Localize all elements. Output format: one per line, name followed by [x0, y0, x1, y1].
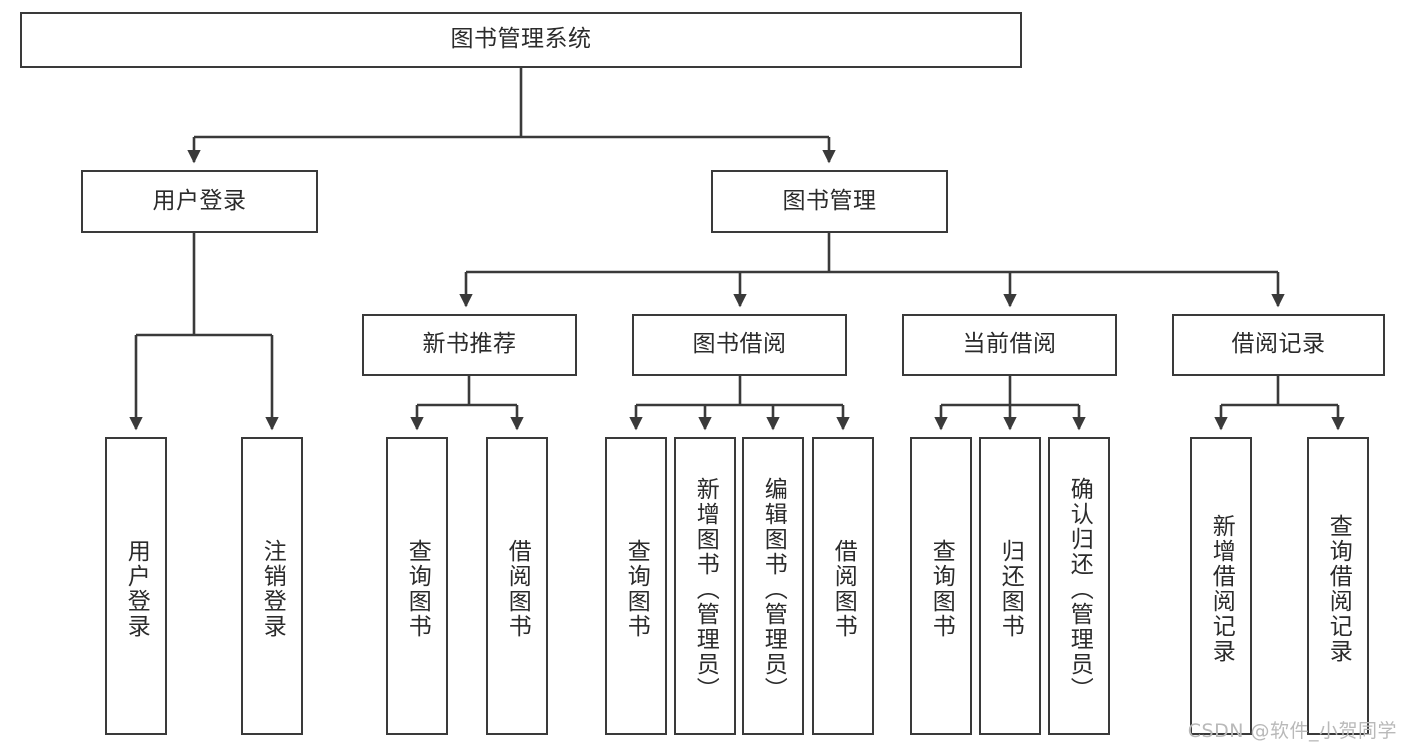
- node-label: 图书管理: [782, 187, 877, 214]
- leaf-confirm-return-admin[interactable]: 确认归还（管理员）: [1048, 437, 1110, 735]
- node-label: 新增图书（管理员）: [692, 477, 719, 702]
- node-label: 当前借阅: [962, 331, 1057, 358]
- node-root-system[interactable]: 图书管理系统: [20, 12, 1022, 68]
- node-borrow-records[interactable]: 借阅记录: [1172, 314, 1385, 376]
- node-current-borrow[interactable]: 当前借阅: [902, 314, 1117, 376]
- node-label: 新增借阅记录: [1208, 514, 1235, 664]
- leaf-query-borrow-record[interactable]: 查询借阅记录: [1307, 437, 1369, 735]
- node-label: 查询图书: [404, 539, 431, 639]
- leaf-edit-book-admin[interactable]: 编辑图书（管理员）: [742, 437, 804, 735]
- csdn-watermark: CSDN @软件_小贺同学: [1187, 720, 1397, 742]
- node-label: 查询图书: [928, 539, 955, 639]
- leaf-query-book-borrow[interactable]: 查询图书: [605, 437, 667, 735]
- leaf-user-login[interactable]: 用户登录: [105, 437, 167, 735]
- leaf-borrow-book-recommend[interactable]: 借阅图书: [486, 437, 548, 735]
- leaf-add-book-admin[interactable]: 新增图书（管理员）: [674, 437, 736, 735]
- node-label: 确认归还（管理员）: [1066, 477, 1093, 702]
- leaf-logout-login[interactable]: 注销登录: [241, 437, 303, 735]
- node-label: 查询借阅记录: [1325, 514, 1352, 664]
- node-label: 编辑图书（管理员）: [760, 477, 787, 702]
- node-book-borrow[interactable]: 图书借阅: [632, 314, 847, 376]
- node-label: 借阅记录: [1231, 331, 1326, 358]
- node-label: 用户登录: [123, 539, 150, 639]
- node-user-login[interactable]: 用户登录: [81, 170, 318, 233]
- leaf-add-borrow-record[interactable]: 新增借阅记录: [1190, 437, 1252, 735]
- node-label: 查询图书: [623, 539, 650, 639]
- leaf-return-book[interactable]: 归还图书: [979, 437, 1041, 735]
- node-new-book-recommend[interactable]: 新书推荐: [362, 314, 577, 376]
- node-book-management[interactable]: 图书管理: [711, 170, 948, 233]
- leaf-query-book-recommend[interactable]: 查询图书: [386, 437, 448, 735]
- node-label: 借阅图书: [504, 539, 531, 639]
- node-label: 新书推荐: [422, 331, 517, 358]
- leaf-query-book-current[interactable]: 查询图书: [910, 437, 972, 735]
- node-label: 用户登录: [152, 187, 247, 214]
- node-label: 图书管理系统: [450, 26, 592, 53]
- node-label: 借阅图书: [830, 539, 857, 639]
- leaf-borrow-book[interactable]: 借阅图书: [812, 437, 874, 735]
- node-label: 归还图书: [997, 539, 1024, 639]
- node-label: 图书借阅: [692, 331, 787, 358]
- node-label: 注销登录: [259, 539, 286, 639]
